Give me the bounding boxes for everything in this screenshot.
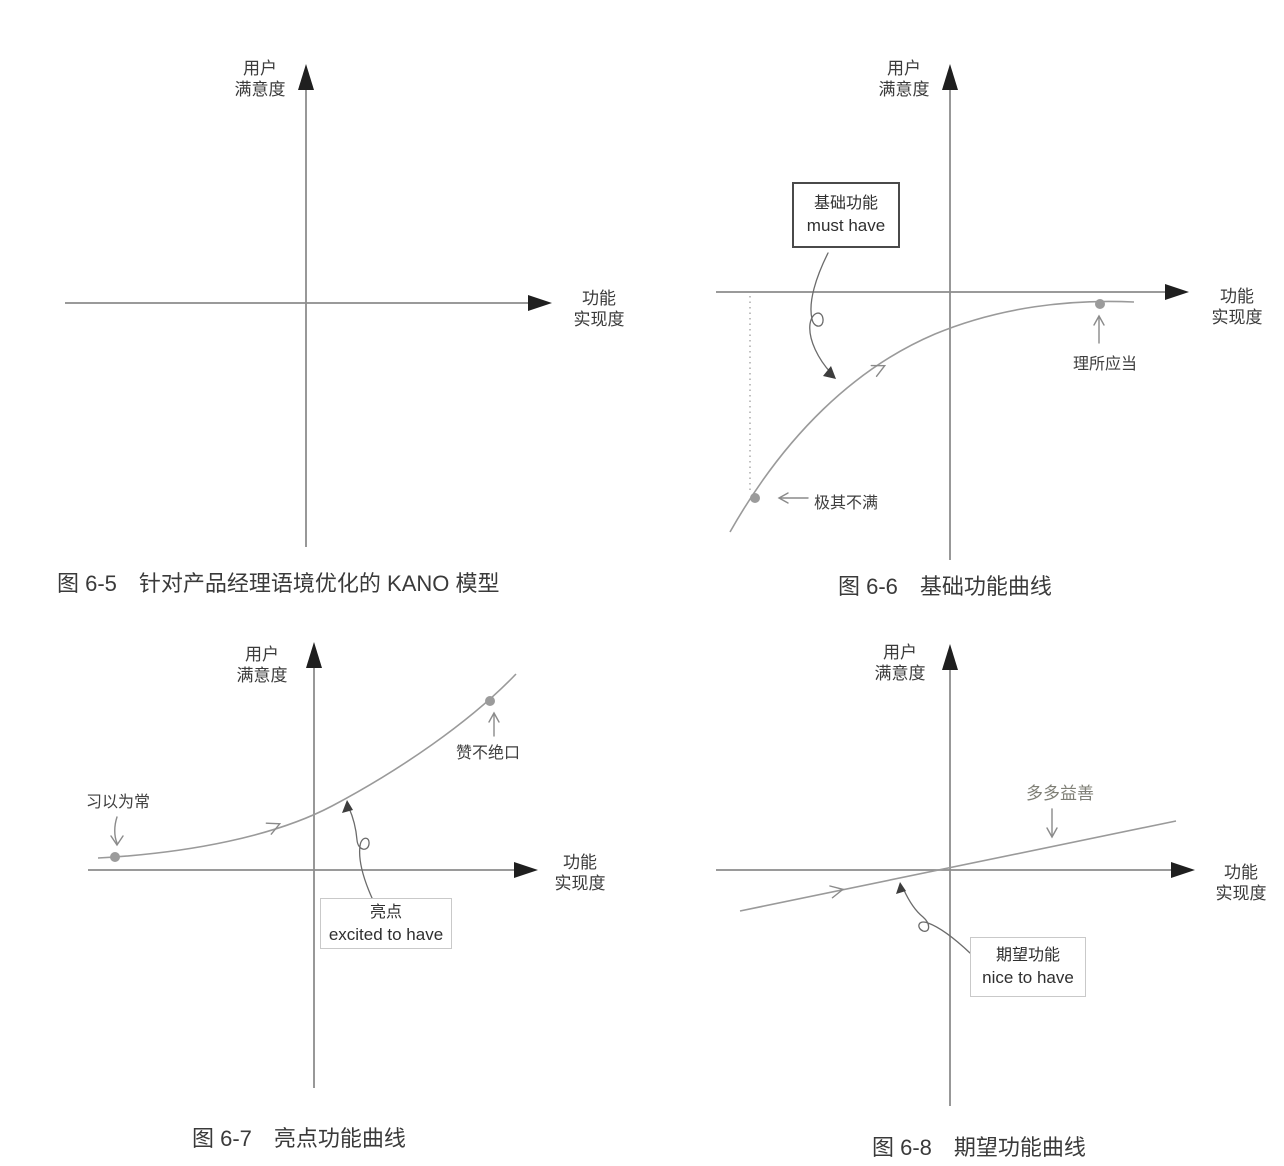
down-annotation-arrow	[114, 816, 118, 844]
y-axis-label-line1: 用户	[883, 643, 917, 662]
x-axis-label-line2: 实现度	[1211, 308, 1263, 327]
x-axis-label: 功能 实现度	[1202, 286, 1272, 328]
figure-caption: 图 6-7 亮点功能曲线	[192, 1126, 406, 1151]
figure-caption: 图 6-5 针对产品经理语境优化的 KANO 模型	[57, 571, 500, 596]
y-axis-label: 用户 满意度	[214, 644, 310, 686]
data-point-granted	[1095, 299, 1105, 309]
y-axis-label: 用户 满意度	[856, 58, 952, 100]
data-point-praise	[485, 696, 495, 706]
leader-arrowhead-icon	[342, 800, 353, 813]
note-box-line2: excited to have	[328, 924, 444, 944]
annotation-extremely-dissatisfied: 极其不满	[814, 495, 879, 512]
x-axis-label-line2: 实现度	[573, 310, 625, 329]
curve-direction-arrow-icon	[829, 885, 845, 899]
must-have-curve	[729, 300, 1135, 533]
x-axis-label-line2: 实现度	[1215, 884, 1267, 903]
fig-6-8-plot	[716, 644, 1195, 1106]
figure-caption: 图 6-8 期望功能曲线	[872, 1135, 1086, 1160]
x-axis-label-line1: 功能	[563, 853, 597, 872]
figure-6-7: 用户 满意度 功能 实现度 习以为常 赞不绝口 亮点 excited to ha…	[0, 620, 660, 1166]
y-axis-label-line2: 满意度	[878, 80, 930, 99]
x-axis-label-line1: 功能	[1220, 287, 1254, 306]
note-box-line1: 期望功能	[995, 947, 1060, 964]
leader-loop-arrow	[809, 252, 832, 374]
y-axis-label-line2: 满意度	[236, 666, 288, 685]
up-annotation-arrowhead-icon	[488, 711, 500, 723]
y-axis-label: 用户 满意度	[852, 642, 948, 684]
x-axis-arrowhead-icon	[1165, 284, 1189, 300]
y-axis-label-line1: 用户	[243, 59, 277, 78]
fig-6-6-plot	[716, 64, 1189, 560]
must-have-note-box: 基础功能 must have	[792, 182, 900, 248]
x-axis-arrowhead-icon	[1171, 862, 1195, 878]
x-axis-arrowhead-icon	[528, 295, 552, 311]
y-axis-label-line1: 用户	[887, 59, 921, 78]
curve-direction-arrow-icon	[265, 822, 282, 835]
y-axis-arrowhead-icon	[306, 642, 322, 668]
leader-arrowhead-icon	[896, 882, 906, 894]
nice-to-have-note-box: 期望功能 nice to have	[970, 937, 1086, 997]
down-annotation-arrowhead-icon	[110, 835, 124, 847]
leader-loop-arrow	[902, 887, 971, 954]
x-axis-label-line1: 功能	[1224, 863, 1258, 882]
y-axis-label: 用户 满意度	[212, 58, 308, 100]
x-axis-label-line2: 实现度	[554, 874, 606, 893]
excitement-curve	[97, 673, 517, 859]
x-axis-label: 功能 实现度	[1206, 862, 1276, 904]
data-point-dissatisfied	[750, 493, 760, 503]
y-axis-arrowhead-icon	[942, 644, 958, 670]
leader-loop-arrow	[348, 807, 373, 899]
y-axis-arrowhead-icon	[298, 64, 314, 90]
x-axis-arrowhead-icon	[514, 862, 538, 878]
note-box-line2: nice to have	[982, 968, 1074, 987]
x-axis-label-line1: 功能	[582, 289, 616, 308]
annotation-used-to-it: 习以为常	[86, 794, 151, 811]
figure-6-5: 用户 满意度 功能 实现度 图 6-5 针对产品经理语境优化的 KANO 模型	[0, 0, 660, 620]
x-axis-label: 功能 实现度	[545, 852, 615, 894]
note-box-line1: 基础功能	[813, 195, 878, 212]
up-annotation-arrowhead-icon	[1093, 314, 1105, 326]
annotation-taken-for-granted: 理所应当	[1072, 356, 1137, 373]
x-axis-label: 功能 实现度	[564, 288, 634, 330]
y-axis-label-line1: 用户	[245, 645, 279, 664]
curve-direction-arrow-icon	[870, 364, 887, 378]
y-axis-arrowhead-icon	[942, 64, 958, 90]
annotation-full-of-praise: 赞不绝口	[456, 745, 521, 762]
note-box-line2: must have	[806, 216, 886, 235]
left-annotation-arrowhead-icon	[777, 492, 789, 504]
fig-6-7-plot	[88, 642, 538, 1088]
note-box-line1: 亮点	[369, 903, 402, 921]
leader-arrowhead-icon	[823, 366, 836, 379]
y-axis-label-line2: 满意度	[234, 80, 286, 99]
excited-note-box: 亮点 excited to have	[320, 898, 452, 949]
figure-6-6: 用户 满意度 功能 实现度 基础功能 must have 极其不满 理所应当 图…	[660, 0, 1284, 620]
figure-6-8: 用户 满意度 功能 实现度 多多益善 期望功能 nice to have 图 6…	[660, 620, 1284, 1166]
down-annotation-arrowhead-icon	[1046, 827, 1058, 839]
figure-caption: 图 6-6 基础功能曲线	[838, 574, 1052, 599]
annotation-the-more-the-better: 多多益善	[1026, 784, 1094, 803]
y-axis-label-line2: 满意度	[874, 664, 926, 683]
data-point-used-to-it	[110, 852, 120, 862]
expected-line	[739, 820, 1177, 912]
fig-6-5-plot	[65, 64, 552, 547]
